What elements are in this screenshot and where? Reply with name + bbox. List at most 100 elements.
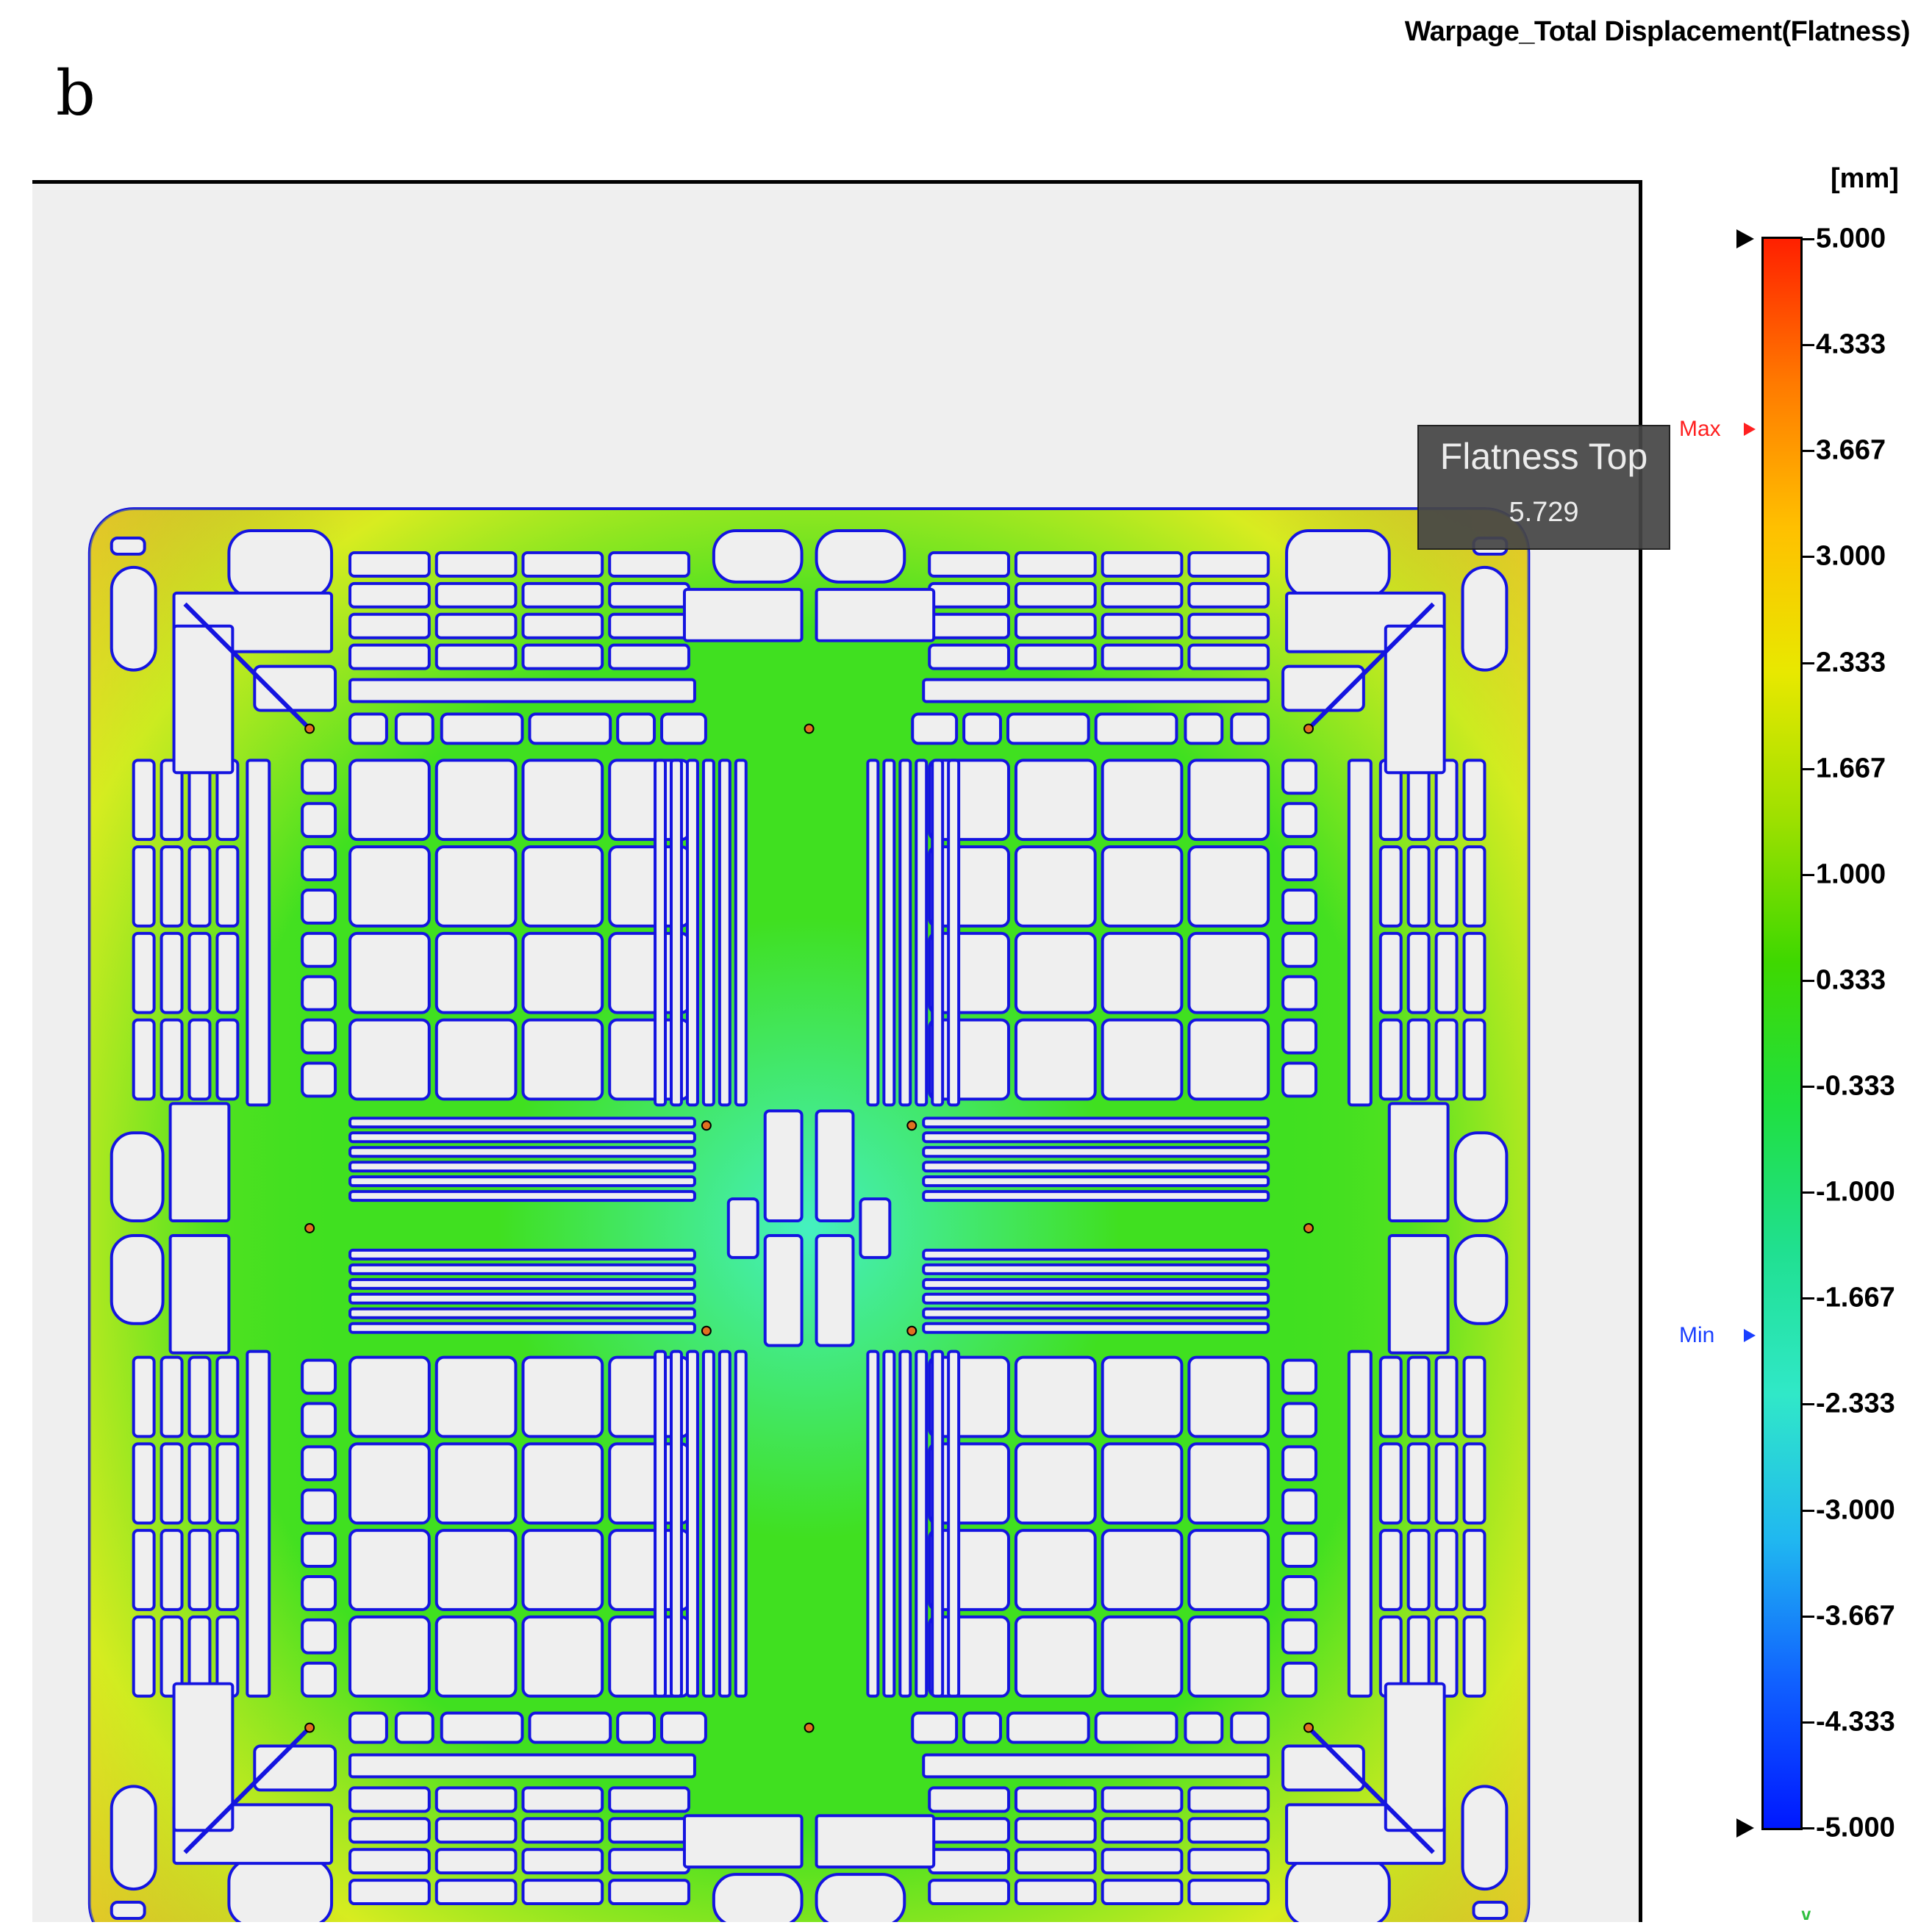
model-cell — [1281, 1445, 1317, 1482]
model-cell — [947, 1349, 961, 1698]
model-cell — [1187, 1786, 1270, 1813]
model-cell — [1281, 975, 1317, 1011]
model-cell — [253, 1744, 337, 1792]
model-cell — [1281, 931, 1317, 968]
model-cell — [1281, 1661, 1317, 1698]
model-cell — [215, 1442, 240, 1525]
model-cell — [132, 759, 156, 842]
model-cell — [922, 1116, 1270, 1129]
model-cell — [521, 759, 604, 842]
model-cell — [1434, 1018, 1459, 1101]
model-cell — [1462, 1018, 1486, 1101]
model-cell — [348, 1248, 696, 1261]
model-cell — [348, 1146, 696, 1158]
model-cell — [1101, 931, 1184, 1014]
legend-tick-mark — [1801, 1827, 1814, 1829]
model-cell — [521, 931, 604, 1014]
model-cell — [898, 1349, 912, 1698]
model-cell — [348, 551, 431, 578]
model-cell — [726, 1197, 759, 1259]
model-cell — [301, 1402, 337, 1438]
model-cell — [1014, 845, 1097, 928]
model-cell — [348, 1879, 431, 1906]
model-cell — [434, 1817, 518, 1844]
model-cell — [922, 1322, 1270, 1334]
model-cell — [215, 1529, 240, 1611]
model-cell — [922, 1190, 1270, 1202]
model-cell — [348, 845, 431, 928]
gate-point-icon — [304, 723, 315, 734]
model-cell — [1014, 581, 1097, 609]
model-cell — [1101, 1848, 1184, 1875]
model-cell — [521, 581, 604, 609]
legend-tick-mark — [1801, 1086, 1814, 1089]
legend-tick-label: 2.333 — [1816, 647, 1886, 678]
corner-brace — [183, 602, 312, 731]
model-cell — [172, 624, 235, 775]
model-cell — [521, 1848, 604, 1875]
model-cell — [434, 551, 518, 578]
gate-point-icon — [906, 1325, 917, 1336]
model-cell — [301, 759, 337, 795]
legend-tick-mark — [1801, 238, 1814, 240]
model-cell — [654, 1349, 668, 1698]
model-cell — [168, 1102, 231, 1223]
model-cell — [348, 581, 431, 609]
model-cell — [348, 1355, 431, 1438]
model-cell — [521, 1355, 604, 1438]
model-cell — [348, 1018, 431, 1101]
legend-tick-label: -0.333 — [1816, 1070, 1895, 1102]
probe-tooltip: Flatness Top 5.729 — [1417, 425, 1670, 550]
model-cell — [922, 678, 1270, 703]
model-cell — [1187, 1529, 1270, 1611]
gate-point-icon — [304, 1722, 315, 1733]
model-cell — [227, 1858, 334, 1922]
model-cell — [348, 1529, 431, 1611]
model-cell — [922, 1277, 1270, 1290]
model-cell — [928, 612, 1010, 639]
model-cell — [1014, 1615, 1097, 1698]
model-cell — [1230, 1711, 1270, 1744]
model-cell — [1101, 643, 1184, 670]
model-cell — [434, 759, 518, 842]
model-cell — [1406, 1442, 1431, 1525]
legend-tick-label: -4.333 — [1816, 1706, 1895, 1738]
model-cell — [521, 1018, 604, 1101]
legend-tick-mark — [1801, 873, 1814, 876]
model-cell — [1434, 1529, 1459, 1611]
model-cell — [132, 931, 156, 1014]
model-cell — [301, 1445, 337, 1482]
model-cell — [1461, 1785, 1509, 1891]
model-cell — [682, 1814, 804, 1869]
model-cell — [301, 931, 337, 968]
pallet-model-view[interactable] — [32, 184, 1639, 1922]
model-cell — [187, 1529, 212, 1611]
model-cell — [922, 1161, 1270, 1173]
model-cell — [1406, 845, 1431, 928]
model-cell — [1378, 1018, 1403, 1101]
model-cell — [882, 759, 896, 1107]
legend-bottom-arrow-icon — [1736, 1818, 1754, 1838]
model-cell — [1187, 931, 1270, 1014]
model-cell — [160, 759, 184, 842]
model-cell — [521, 1879, 604, 1906]
model-cell — [1187, 551, 1270, 578]
legend-max-marker-arrow-icon — [1744, 423, 1756, 437]
model-cell — [187, 1355, 212, 1438]
model-cell — [815, 1109, 855, 1223]
model-cell — [1384, 1682, 1446, 1832]
model-cell — [1384, 624, 1446, 775]
model-cell — [815, 1873, 906, 1922]
model-cell — [928, 1786, 1010, 1813]
model-cell — [1347, 759, 1373, 1107]
model-cell — [866, 759, 880, 1107]
legend-tick-label: 3.667 — [1816, 434, 1886, 466]
model-cell — [815, 1233, 855, 1347]
probe-tooltip-title: Flatness Top — [1439, 436, 1648, 477]
model-cell — [434, 1848, 518, 1875]
model-cell — [348, 1161, 696, 1173]
model-cell — [608, 1817, 690, 1844]
model-cell — [434, 931, 518, 1014]
model-cell — [1014, 643, 1097, 670]
model-viewport[interactable] — [32, 180, 1642, 1922]
